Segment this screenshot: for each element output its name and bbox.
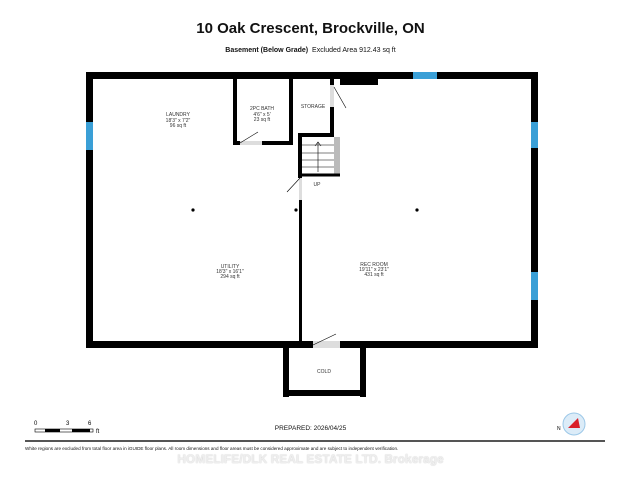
level-name: Basement (Below Grade) <box>225 47 309 54</box>
footer-divider <box>25 440 605 442</box>
stairs-up-label: UP <box>314 182 322 188</box>
room-area-utility: 294 sq ft <box>220 274 240 280</box>
compass-icon: N <box>557 412 586 436</box>
room-name-rec-room: REC ROOM <box>360 262 388 268</box>
room-area-bath: 23 sq ft <box>254 117 271 123</box>
room-name-storage: STORAGE <box>301 104 326 110</box>
level-subtitle: Basement (Below Grade) Excluded Area 912… <box>0 47 621 54</box>
excluded-area: Excluded Area 912.43 sq ft <box>312 47 396 54</box>
room-dims-bath: 4'6" x 5' <box>253 112 270 118</box>
room-dims-utility: 18'3" x 16'1" <box>216 269 244 275</box>
room-name-cold: COLD <box>317 369 331 375</box>
scale-bar: 0 3 6 ft <box>34 421 100 435</box>
room-name-laundry: LAUNDRY <box>166 112 190 118</box>
room-dims-rec-room: 19'11" x 23'1" <box>359 267 389 273</box>
prepared-date: PREPARED: 2026/04/25 <box>274 425 347 432</box>
room-dims-laundry: 18'3" x 7'2" <box>166 118 191 124</box>
dimension-markers <box>191 208 419 212</box>
doors <box>239 85 347 348</box>
room-area-rec-room: 431 sq ft <box>364 272 384 278</box>
room-area-laundry: 96 sq ft <box>170 123 187 129</box>
room-name-utility: UTILITY <box>221 264 240 270</box>
stairs <box>302 137 340 177</box>
scale-tick-3: 3 <box>66 421 70 427</box>
svg-text:N: N <box>557 426 561 432</box>
scale-unit: ft <box>96 429 100 435</box>
brokerage-watermark: HOMELIFE/DLK REAL ESTATE LTD. Brokerage <box>177 452 444 466</box>
scale-tick-0: 0 <box>34 421 38 427</box>
page-title: 10 Oak Crescent, Brockville, ON <box>196 20 425 37</box>
disclaimer: White regions are excluded from total fl… <box>25 446 399 451</box>
windows <box>86 72 538 300</box>
scale-tick-6: 6 <box>88 421 92 427</box>
room-name-bath: 2PC BATH <box>250 106 274 112</box>
walls <box>86 72 538 397</box>
